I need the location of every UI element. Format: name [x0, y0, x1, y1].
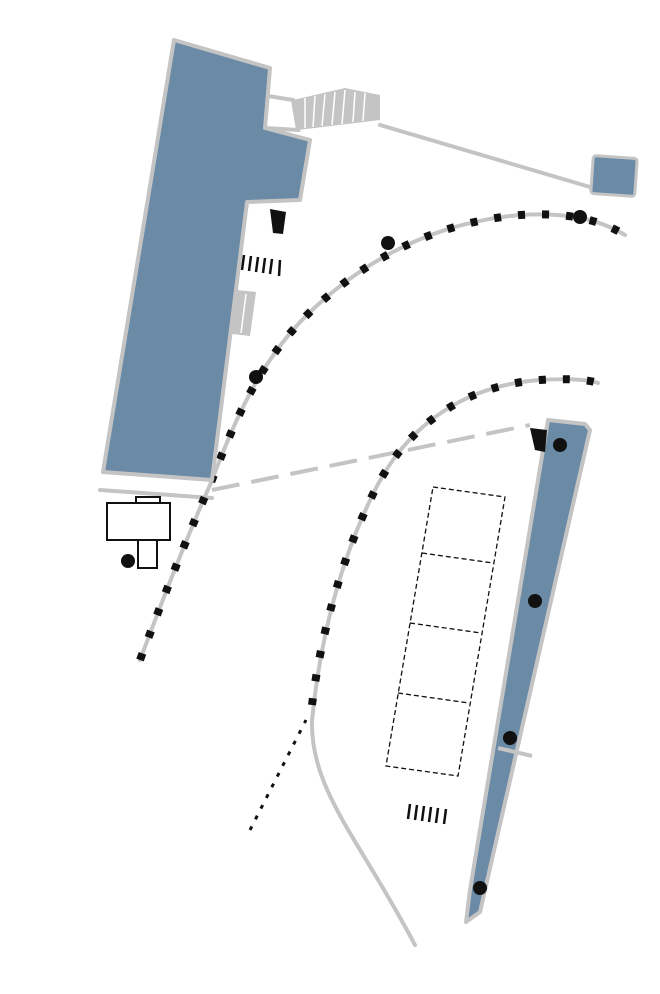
dashed-crossing-line [211, 423, 531, 492]
bike-rack-icon [240, 254, 282, 277]
path-south-road [309, 718, 417, 947]
bike-rack-icon [406, 803, 448, 825]
path-north-walkway [378, 123, 592, 189]
parking-space-icon [385, 486, 506, 777]
tree-icon [121, 210, 587, 895]
dotted-trail [248, 719, 308, 831]
bench-icon [530, 428, 547, 452]
path-west-edge [98, 488, 214, 500]
small-building-northeast [589, 154, 639, 198]
stairs-icon [264, 88, 380, 133]
east-building [464, 418, 592, 924]
building-icon [106, 496, 171, 569]
main-building [101, 38, 312, 482]
path-lower-curve [310, 377, 600, 722]
tree-row-upper [136, 210, 628, 662]
east-building-divider [497, 746, 533, 758]
bench-icon [270, 209, 286, 234]
